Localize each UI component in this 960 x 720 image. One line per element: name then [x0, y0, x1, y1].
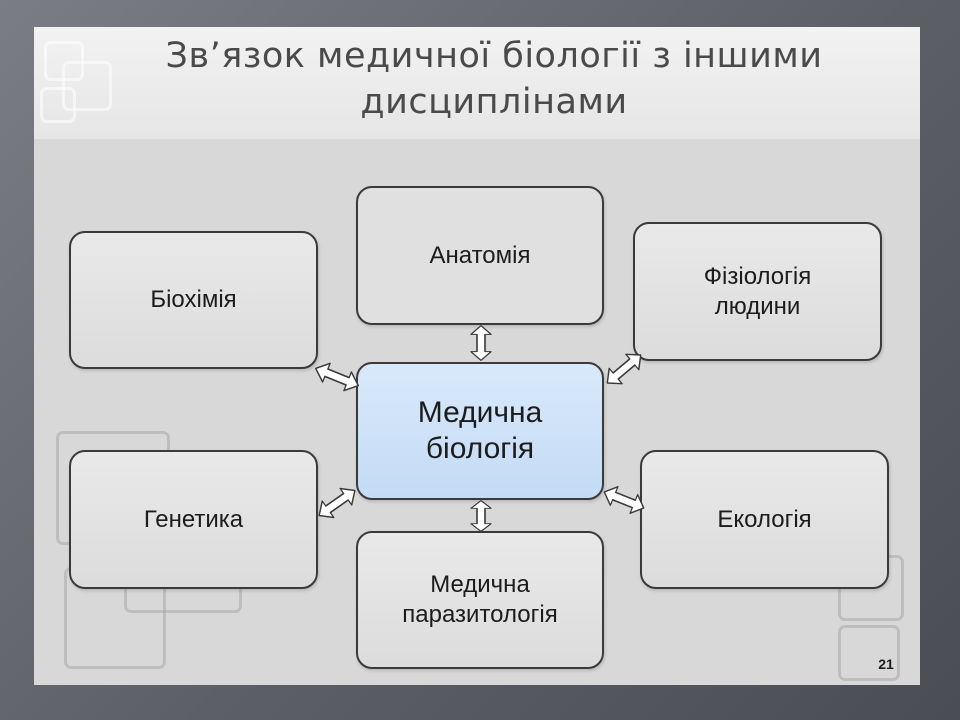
- node-physiology: Фізіологія людини: [633, 222, 882, 361]
- arrow-center-physiology: [600, 346, 648, 392]
- node-biochemistry: Біохімія: [69, 231, 318, 369]
- arrow-center-genetics: [312, 481, 362, 525]
- arrow-center-anatomy: [470, 324, 492, 362]
- page-number: 21: [878, 656, 894, 672]
- arrow-center-parasitology: [470, 499, 492, 533]
- node-anatomy: Анатомія: [356, 186, 604, 325]
- node-parasitology: Медична паразитологія: [356, 531, 604, 669]
- node-center-medical-biology: Медична біологія: [356, 362, 604, 500]
- slide-title: Зв’язок медичної біології з іншими дисци…: [165, 36, 823, 122]
- arrow-center-ecology: [599, 481, 649, 519]
- title-band: Зв’язок медичної біології з іншими дисци…: [34, 27, 920, 139]
- node-ecology: Екологія: [640, 450, 889, 589]
- arrow-center-biochemistry: [311, 358, 363, 396]
- node-genetics: Генетика: [69, 450, 318, 589]
